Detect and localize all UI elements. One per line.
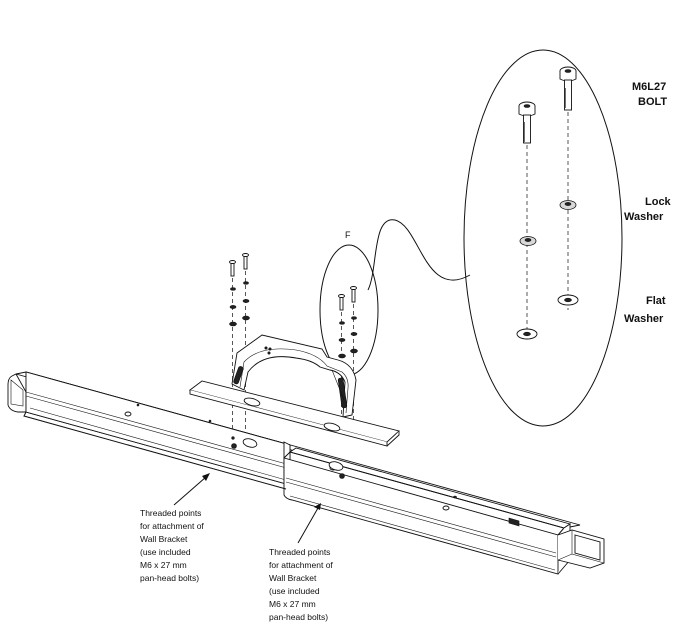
callout-left-line-2: for attachment of [140, 521, 204, 531]
wall-bracket [188, 334, 400, 447]
callout-left-line-6: pan-head bolts) [140, 573, 199, 583]
callout-left-line-4: (use included [140, 547, 191, 557]
callout-left-line-3: Wall Bracket [140, 534, 188, 544]
small-ellipse [319, 244, 379, 376]
flat-washer-label-line1: Flat [646, 295, 666, 307]
callout-right-line-2: for attachment of [269, 560, 333, 570]
callout-left-line-1: Threaded points [140, 508, 201, 518]
callout-left-line-5: M6 x 27 mm [140, 560, 187, 570]
callout-text-left: Threaded points for attachment of Wall B… [140, 508, 204, 583]
bracket-arch [231, 334, 357, 418]
left-bolt-stack [229, 253, 250, 448]
lock-washer-label-line2: Washer [624, 211, 664, 223]
callout-arrow-left [173, 473, 210, 506]
callout-text-right: Threaded points for attachment of Wall B… [269, 547, 333, 622]
callout-right-line-6: pan-head bolts) [269, 612, 328, 622]
callout-right-line-4: (use included [269, 586, 320, 596]
detail-flat-washer-left [516, 328, 538, 340]
detail-leader-curve [367, 219, 471, 291]
detail-bolt-left [518, 101, 536, 144]
detail-lock-washer-left [519, 236, 537, 246]
main-rail [7, 371, 605, 575]
detail-ellipse [463, 49, 623, 427]
flat-washer-label-line2: Washer [624, 313, 664, 325]
bolt-label-line1: M6L27 [632, 81, 666, 93]
callout-right-line-5: M6 x 27 mm [269, 599, 316, 609]
callout-right-line-3: Wall Bracket [269, 573, 317, 583]
detail-magnified-view: M6L27 BOLT Lock Washer Flat Washer [463, 49, 672, 427]
callout-arrow-right [297, 503, 321, 544]
detail-letter: F [345, 230, 351, 240]
detail-lock-washer-right [559, 200, 577, 210]
detail-bolt-right [559, 66, 577, 111]
lock-washer-label-line1: Lock [645, 196, 672, 208]
callout-right-line-1: Threaded points [269, 547, 330, 557]
rail-front-face-right [283, 457, 559, 575]
detail-flat-washer-right [557, 294, 579, 306]
bolt-label-line2: BOLT [638, 96, 667, 108]
